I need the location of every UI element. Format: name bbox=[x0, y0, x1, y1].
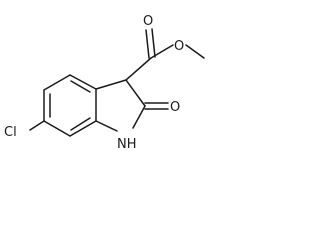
bond-c4-c5 bbox=[69, 74, 97, 90]
amine-label: NH bbox=[117, 137, 137, 152]
ketone-oxygen-label: O bbox=[170, 100, 180, 115]
bond-c5-c6 bbox=[43, 74, 71, 91]
bond-c2-n bbox=[132, 105, 146, 129]
bond-c-cl bbox=[29, 120, 45, 131]
bond-ester-c-oether bbox=[150, 44, 174, 59]
molecule-structure: Cl NH O O O bbox=[4, 14, 205, 152]
bond-c3-ester-c bbox=[125, 57, 152, 81]
bond-c8-c7a bbox=[69, 120, 97, 137]
chlorine-label: Cl bbox=[4, 125, 17, 140]
bond-ester-c-o-a bbox=[145, 29, 150, 59]
bond-c4-c5-inner bbox=[70, 80, 91, 93]
bond-c7-c8 bbox=[43, 120, 71, 137]
bond-c3a-c3 bbox=[95, 79, 127, 90]
bond-oether-methyl bbox=[185, 44, 205, 59]
bond-n-c7a bbox=[95, 120, 118, 132]
bond-c3-c2 bbox=[125, 79, 146, 107]
ester-carbonyl-oxygen-label: O bbox=[143, 14, 153, 29]
ester-ether-oxygen-label: O bbox=[174, 39, 184, 54]
bond-ester-c-o-b bbox=[151, 28, 156, 58]
bond-c8-c7a-inner bbox=[70, 117, 91, 131]
